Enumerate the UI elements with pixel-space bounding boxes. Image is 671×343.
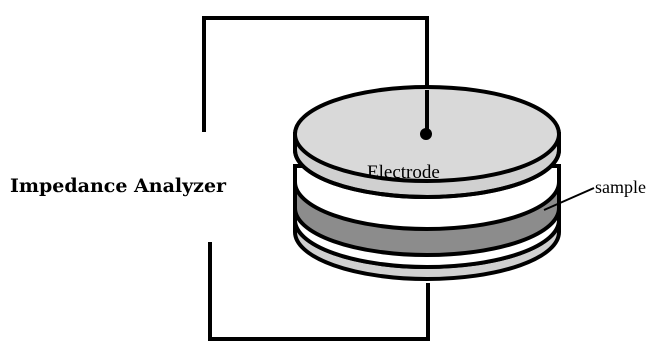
impedance-analyzer-label: Impedance Analyzer: [10, 175, 227, 197]
contact-point: [420, 128, 432, 140]
lower-wire: [208, 242, 430, 341]
top-electrode: [293, 85, 561, 199]
electrode-label: Electrode: [367, 162, 440, 183]
sample-label: sample: [595, 177, 646, 197]
upper-wire: [202, 16, 429, 134]
sample-leader-line: [543, 187, 595, 211]
